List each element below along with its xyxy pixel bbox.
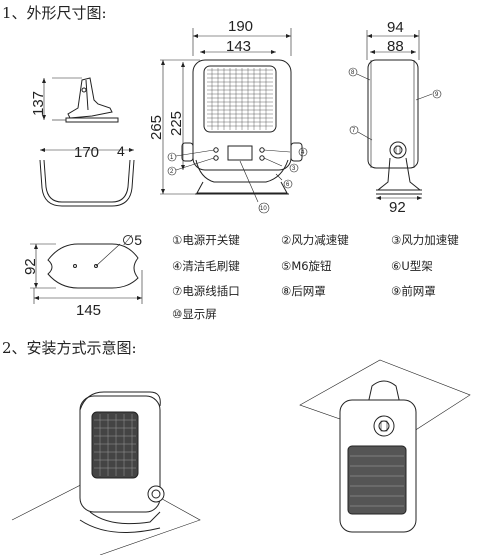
dim-side-depth-outer: 94	[387, 19, 404, 36]
install-floor-illustration	[11, 391, 201, 555]
legend-item-6: ⑥U型架	[391, 259, 433, 273]
legend-item-2: ②风力减速键	[281, 233, 349, 247]
dim-side-base: 92	[389, 199, 406, 216]
legend-item-7: ⑦电源线插口	[172, 284, 240, 298]
callout-6: 6	[286, 182, 290, 188]
legend-item-9: ⑨前网罩	[391, 284, 436, 298]
section-heading-installation: 2、安装方式示意图:	[2, 339, 137, 357]
side-view: 94 88 92 8 9 7	[348, 19, 442, 216]
callout-1: 1	[170, 155, 174, 161]
bracket-side-view: 137	[30, 77, 119, 123]
legend-item-3: ③风力加速键	[391, 233, 459, 247]
legend-item-5: ⑤M6旋钮	[281, 259, 332, 273]
callout-10: 10	[260, 206, 267, 212]
base-plate-view: ∅5 92 145	[22, 232, 143, 319]
callout-2: 2	[170, 169, 174, 175]
callout-9: 9	[435, 92, 439, 98]
dim-front-width-outer: 190	[228, 18, 253, 35]
dim-bracket-width: 170	[74, 144, 99, 161]
dim-bracket-height: 137	[30, 91, 47, 116]
dim-front-height-total: 265	[148, 115, 165, 140]
legend-item-4: ④清洁毛刷键	[172, 259, 240, 273]
dim-front-width-inner: 143	[226, 38, 251, 55]
section-heading-dimensions: 1、外形尺寸图:	[2, 4, 107, 22]
callout-4: 4	[301, 150, 305, 156]
front-view: 190 143 265 225	[148, 18, 308, 214]
legend-item-1: ①电源开关键	[172, 233, 240, 247]
install-ceiling-illustration	[299, 359, 471, 533]
dim-bracket-thickness: 4	[117, 143, 125, 159]
callout-3: 3	[292, 166, 296, 172]
bracket-u-view: 170 4	[39, 143, 135, 207]
dim-base-hole: ∅5	[122, 232, 142, 248]
legend-item-8: ⑧后网罩	[281, 284, 326, 298]
legend-item-10: ⑩显示屏	[172, 307, 217, 321]
callout-7: 7	[352, 128, 356, 134]
dim-side-depth-inner: 88	[387, 38, 404, 55]
dim-base-width: 145	[76, 302, 101, 319]
dim-front-height-body: 225	[168, 111, 185, 136]
callout-8: 8	[351, 70, 355, 76]
dim-base-depth: 92	[22, 258, 39, 275]
